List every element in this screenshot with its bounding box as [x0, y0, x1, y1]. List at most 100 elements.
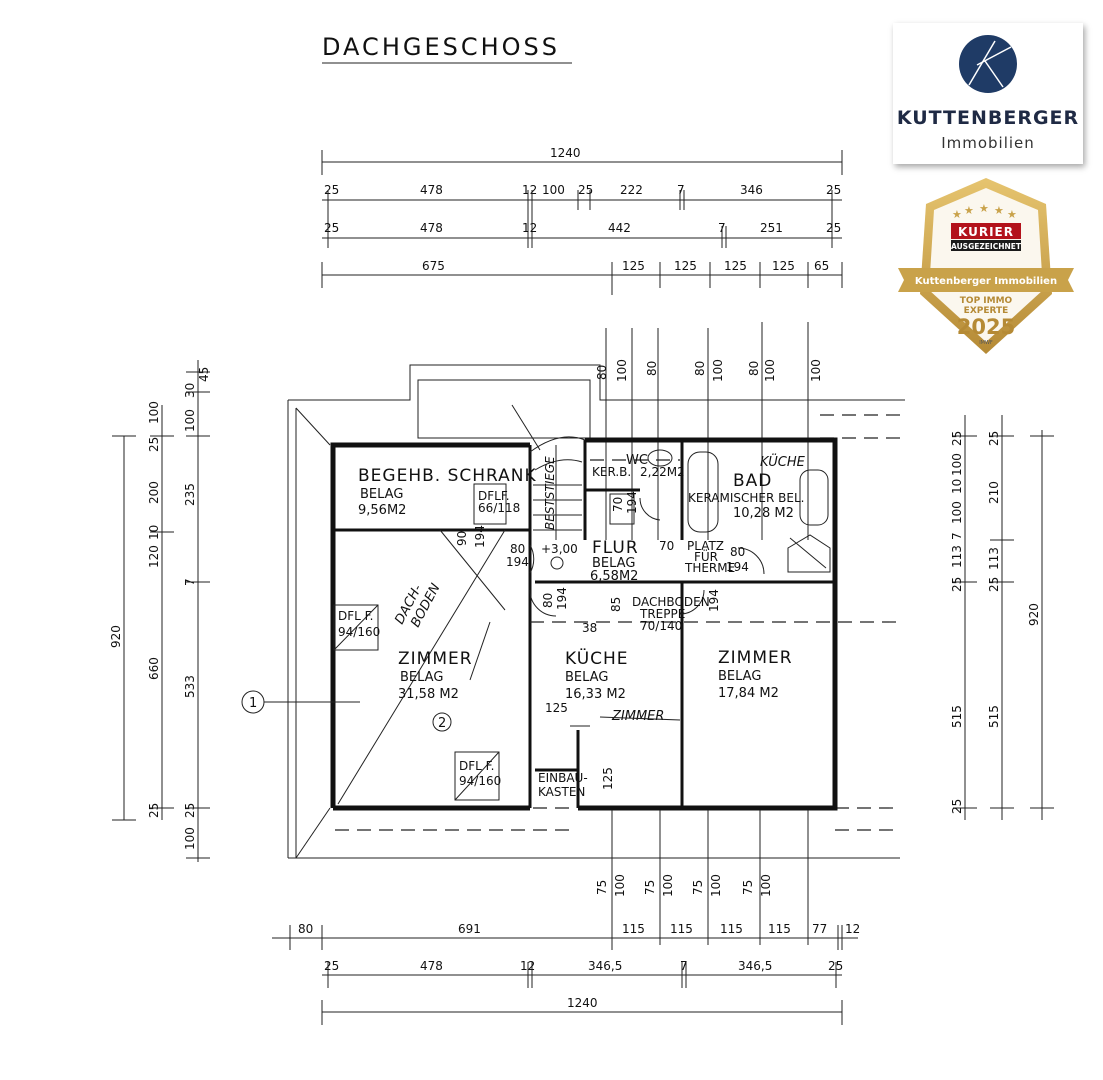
dim-top-total: 1240 — [550, 146, 581, 160]
dim-botv-2: 75 — [643, 880, 657, 895]
room-zimmer-right-belag: BELAG — [718, 669, 761, 684]
dim-bot-r2-2: 12 — [520, 959, 535, 973]
dim-door-194a: 194 — [506, 555, 529, 569]
bottom-window-dimensions: 75 100 75 100 75 100 75 100 — [595, 810, 809, 945]
dim-door-80b: 80 — [730, 545, 745, 559]
right-dimensions: 25 100 10 100 7 113 25 515 25 25 210 113… — [950, 415, 1054, 820]
dim-door-80a: 80 — [510, 542, 525, 556]
dim-right-m0: 25 — [987, 431, 1001, 446]
treppe-label-3: 70/140 — [640, 619, 682, 633]
dim-topv-7: 100 — [809, 359, 823, 382]
skylight-bottom — [454, 751, 500, 801]
svg-text:★: ★ — [994, 204, 1004, 217]
dim-right-m2: 113 — [987, 547, 1001, 570]
therme-label-3: THERME — [684, 561, 735, 575]
dim-top-r4-0: 675 — [422, 259, 445, 273]
dim-top-r4-1: 125 — [622, 259, 645, 273]
dim-botv-7: 100 — [759, 874, 773, 897]
dim-left-i1: 45 — [197, 367, 211, 382]
dim-wc-194: 194 — [625, 491, 639, 514]
dim-top-r2-8: 25 — [826, 183, 841, 197]
room-flur-name: FLUR — [592, 538, 639, 558]
room-kueche-name: KÜCHE — [565, 647, 629, 669]
dim-top-r4-2: 125 — [674, 259, 697, 273]
dim-left-m0: 100 — [147, 401, 161, 424]
svg-text:★: ★ — [1007, 208, 1017, 221]
badge-line1: TOP IMMO — [960, 296, 1013, 306]
badge-kurier: KURIER — [958, 225, 1014, 239]
dim-bot-r2-5: 346,5 — [738, 959, 772, 973]
dim-right-total: 920 — [1027, 603, 1041, 626]
dim-125a: 125 — [545, 701, 568, 715]
dim-left-m2: 200 — [147, 481, 161, 504]
room-schrank-area: 9,56M2 — [358, 503, 406, 518]
room-bad-note: KÜCHE — [760, 453, 806, 470]
dim-bot-r1-0: 80 — [298, 922, 313, 936]
room-flur-belag: BELAG — [592, 556, 635, 571]
dim-topv-4: 80 — [693, 361, 707, 376]
room-bad-area: 10,28 M2 — [733, 506, 794, 521]
dim-top-r3-6: 25 — [826, 221, 841, 235]
dim-top-r2-1: 478 — [420, 183, 443, 197]
left-dimensions: 920 100 25 200 10 120 660 25 30 45 100 2… — [109, 360, 211, 862]
dim-top-r3-3: 442 — [608, 221, 631, 235]
room-wc-name: WC — [626, 453, 648, 468]
dim-bot-r2-1: 478 — [420, 959, 443, 973]
badge-small: IMWF — [979, 340, 993, 346]
dflf-top-size: 66/118 — [478, 501, 520, 515]
dim-top-r2-0: 25 — [324, 183, 339, 197]
dim-top-r4-5: 65 — [814, 259, 829, 273]
dim-door-80c: 80 — [541, 593, 555, 608]
dim-top-r3-5: 251 — [760, 221, 783, 235]
dflf-bottom-label: DFL F. — [459, 759, 494, 773]
dim-bot-r1-2: 115 — [622, 922, 645, 936]
dim-top-r2-7: 346 — [740, 183, 763, 197]
dim-top-r2-3: 100 — [542, 183, 565, 197]
therme-label-2: FÜR — [694, 548, 718, 564]
dflf-top-label: DFLF. — [478, 489, 510, 503]
dflf-left-label: DFL F. — [338, 609, 373, 623]
kuttenberger-logo-icon — [959, 35, 1017, 93]
dim-left-m1: 25 — [147, 437, 161, 452]
dim-left-m5: 660 — [147, 657, 161, 680]
dim-botv-4: 75 — [691, 880, 705, 895]
dim-left-i2: 100 — [183, 409, 197, 432]
dim-topv-6: 80 — [747, 361, 761, 376]
dim-topv-3: 100 — [711, 359, 725, 382]
room-zimmer-left-belag: BELAG — [400, 670, 443, 685]
badge-line2: EXPERTE — [964, 306, 1009, 316]
room-kueche-area: 16,33 M2 — [565, 687, 626, 702]
dim-right-i4: 7 — [950, 532, 964, 540]
section-marker-1: 1 — [249, 696, 257, 711]
skylight-top — [473, 483, 507, 525]
dim-top-r3-0: 25 — [324, 221, 339, 235]
dim-top-r2-5: 222 — [620, 183, 643, 197]
room-kueche-belag: BELAG — [565, 670, 608, 685]
dim-top-r4-3: 125 — [724, 259, 747, 273]
dflf-left-size: 94/160 — [338, 625, 380, 639]
dim-bot-r1-1: 691 — [458, 922, 481, 936]
kuttenberger-logo: KUTTENBERGER Immobilien — [893, 23, 1083, 164]
dim-left-i5: 533 — [183, 675, 197, 698]
dim-botv-6: 75 — [741, 880, 755, 895]
dim-door-194e: 194 — [707, 589, 721, 612]
logo-subtitle: Immobilien — [941, 134, 1035, 152]
dflf-bottom-size: 94/160 — [459, 774, 501, 788]
dim-left-i0: 30 — [183, 383, 197, 398]
dim-left-i3: 235 — [183, 483, 197, 506]
dim-botv-1: 100 — [613, 874, 627, 897]
dim-38: 38 — [582, 621, 597, 635]
award-badge: ★ ★ ★ ★ ★ KURIER AUSGEZEICHNET Kuttenber… — [898, 178, 1074, 354]
dim-125b: 125 — [601, 767, 615, 790]
room-flur-area: 6,58M2 — [590, 569, 638, 584]
section-marker-2: 2 — [438, 716, 446, 731]
dim-right-i0: 25 — [950, 431, 964, 446]
dim-bot-r2-4: 7 — [680, 959, 688, 973]
top-dimensions: 1240 25 478 12 100 25 222 7 346 25 25 47… — [321, 146, 843, 295]
top-window-dimensions: 80 100 80 100 80 100 80 100 — [595, 322, 823, 540]
room-labels: BEGEHB. SCHRANK BELAG 9,56M2 DFLF. 66/11… — [338, 453, 806, 799]
dim-door-194c: 194 — [726, 560, 749, 574]
einbau-label-1: EINBAU- — [538, 771, 588, 785]
room-wc-sub: KER.B. — [592, 465, 631, 479]
